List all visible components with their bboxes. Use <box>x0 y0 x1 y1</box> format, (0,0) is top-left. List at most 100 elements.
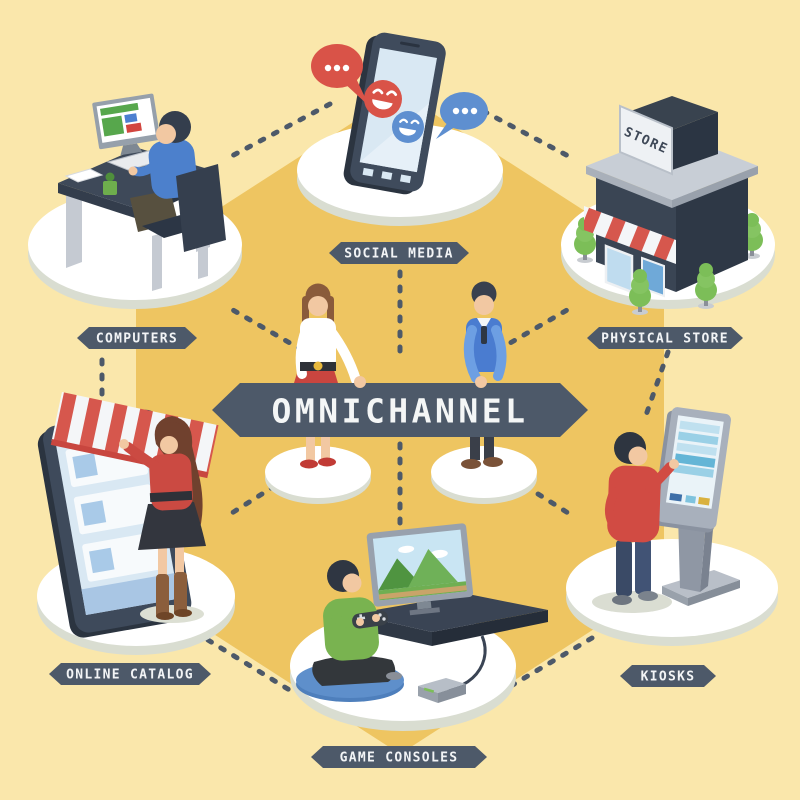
connector-store-kiosks <box>642 349 671 421</box>
label-tag <box>329 242 469 264</box>
gamer-figure <box>296 560 404 702</box>
mug <box>103 181 117 195</box>
man-hand <box>669 459 679 469</box>
woman-leg <box>175 544 184 588</box>
bubble-dot <box>324 64 332 72</box>
label-online-catalog: ONLINE CATALOG <box>49 663 211 685</box>
kiosk-stripe <box>673 464 714 478</box>
woman-leg <box>306 434 315 462</box>
woman-leg <box>321 434 330 462</box>
connector-kiosks-games <box>501 635 595 693</box>
kiosk-chip <box>698 496 710 506</box>
omnichannel-banner: OMNICHANNEL <box>212 376 588 437</box>
desk-leg-left <box>66 190 82 268</box>
man-jeans <box>635 538 651 594</box>
game-mountain <box>408 549 458 588</box>
bubble-dot <box>470 107 478 115</box>
console-right <box>438 684 466 703</box>
woman-boot <box>174 572 187 616</box>
gamer-legs <box>312 655 396 686</box>
man-tie <box>481 326 487 344</box>
kiosk-stripe <box>679 420 721 435</box>
woman-boot <box>156 574 169 618</box>
bubble-dot <box>461 107 469 115</box>
woman-arm <box>325 325 361 385</box>
woman-hand <box>354 376 366 388</box>
roofbox-top <box>628 96 718 130</box>
label-text: COMPUTERS <box>96 332 178 347</box>
game-path <box>378 585 467 600</box>
cloud-icon <box>398 545 415 553</box>
phone-home-icon <box>381 171 393 180</box>
belt-buckle <box>313 361 323 371</box>
banner-title: OMNICHANNEL <box>271 392 528 431</box>
man-shoe <box>638 591 658 601</box>
banner-ribbon <box>212 383 588 437</box>
figure-shadow <box>592 591 672 613</box>
man-arm <box>604 487 619 527</box>
woman-belt <box>149 490 193 503</box>
spoke-center-store <box>495 303 577 353</box>
office-chair <box>142 164 226 291</box>
store-sign <box>619 104 673 176</box>
gamer-face <box>342 573 362 593</box>
computers-node <box>28 93 242 309</box>
man-face <box>156 124 176 144</box>
social-media-node <box>297 32 503 226</box>
man-pant-leg <box>484 434 494 460</box>
desktop-workstation-icon <box>58 93 226 291</box>
man-face <box>628 446 648 466</box>
gamer-torso <box>323 597 379 661</box>
pedestal <box>265 446 371 498</box>
blue-chat-bubble-icon <box>436 92 488 139</box>
center-scene: OMNICHANNEL <box>212 281 588 504</box>
tv-bench-top <box>352 594 548 632</box>
catalog-thumb <box>72 453 98 479</box>
man-shoe <box>612 595 632 605</box>
kiosks-node <box>566 407 778 646</box>
man-shoe <box>461 459 481 469</box>
tv-bench-right <box>432 610 548 646</box>
tv-stand <box>416 601 432 610</box>
smartphone-chat-icon <box>311 32 488 195</box>
kiosk-screen <box>652 407 732 533</box>
man-arm <box>491 325 507 381</box>
chair-leg <box>152 233 162 291</box>
physical-store-node: STORE <box>561 96 775 315</box>
gamer-shoe <box>386 672 402 680</box>
woman-skirt <box>138 502 206 550</box>
kiosk-man <box>592 432 679 613</box>
phone-speaker <box>400 41 420 48</box>
game-console-box <box>418 678 466 703</box>
store-awning <box>584 206 676 264</box>
catalog-thumb <box>89 547 115 574</box>
label-tag <box>49 663 211 685</box>
red-smiley-icon <box>364 80 402 118</box>
monitor <box>92 93 161 156</box>
red-chat-bubble-icon <box>311 44 369 106</box>
papers <box>64 168 104 183</box>
catalog-thumb <box>80 500 107 526</box>
man-pant-leg <box>470 434 480 460</box>
blue-smiley-icon <box>392 111 424 143</box>
man-jeans <box>616 540 632 596</box>
boot-toe <box>174 609 192 617</box>
touchscreen-kiosk-icon <box>592 407 740 613</box>
label-text: KIOSKS <box>641 670 696 685</box>
channel-labels: SOCIAL MEDIA COMPUTERS PHYSICAL STORE ON… <box>49 242 743 768</box>
online-catalog-node <box>37 392 235 655</box>
tablet-storefront-icon <box>37 392 219 638</box>
kiosk-stripe <box>677 431 719 446</box>
kiosk-pedestal-side <box>700 518 714 592</box>
roof-edge-right <box>672 166 758 208</box>
label-social-media: SOCIAL MEDIA <box>329 242 469 264</box>
tablet-screen-band <box>81 573 179 615</box>
label-tag <box>587 327 743 349</box>
kiosk-base-front <box>662 586 688 606</box>
woman-arm <box>123 442 163 473</box>
gamer-hand <box>356 618 364 626</box>
man-face <box>474 295 494 315</box>
man-hand <box>128 166 138 176</box>
pedestal <box>431 446 537 498</box>
